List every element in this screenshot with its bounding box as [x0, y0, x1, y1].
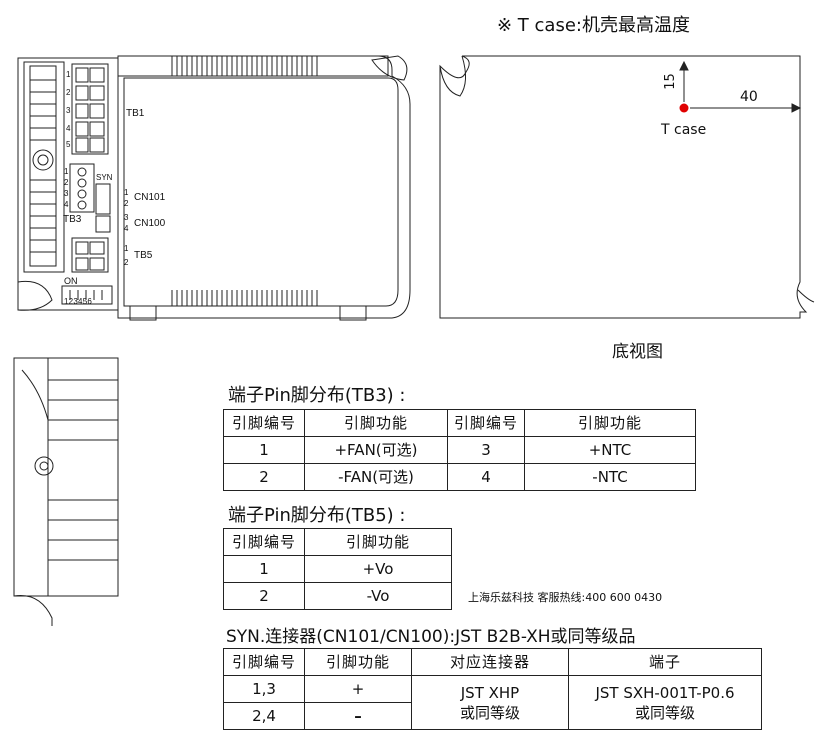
table-cell: -FAN(可选) — [304, 463, 448, 491]
connector-cell: JST XHP 或同等级 — [411, 675, 569, 730]
tb3-pin-1: 1 — [64, 167, 69, 176]
tb1-pin-1: 1 — [66, 70, 71, 79]
tb1-pin-5: 5 — [66, 140, 71, 149]
table-row: 2 -Vo — [223, 582, 452, 610]
table-cell: 1,3 — [223, 675, 305, 703]
table-header-cell: 引脚编号 — [223, 528, 305, 556]
table-header-row: 引脚编号 引脚功能 引脚编号 引脚功能 — [223, 409, 696, 437]
cn100-pin-4: 4 — [124, 224, 129, 233]
tb3-label: TB3 — [63, 214, 82, 225]
table-header-row: 引脚编号 引脚功能 对应连接器 端子 — [223, 648, 762, 676]
table-header-cell: 引脚编号 — [223, 409, 305, 437]
hotline-text: 上海乐兹科技 客服热线:400 600 0430 — [468, 591, 663, 604]
terminal-line-1: JST SXH-001T-P0.6 — [595, 683, 735, 702]
table-row: 2 -FAN(可选) 4 -NTC — [223, 463, 696, 491]
cn100-label: CN100 — [134, 218, 166, 229]
table-row: 1 +Vo — [223, 555, 452, 583]
housing-top-flange — [117, 55, 389, 77]
tcase-point-label: T case — [661, 122, 707, 138]
tb3-pin-3: 3 — [64, 189, 69, 198]
terminal-cell: JST SXH-001T-P0.6 或同等级 — [568, 675, 762, 730]
cn101-pin-1: 1 — [124, 188, 129, 197]
tb1-pin-2: 2 — [66, 88, 71, 97]
table-cell: -NTC — [524, 463, 696, 491]
table-row: 1 +FAN(可选) 3 +NTC — [223, 436, 696, 464]
terminal-side-frame — [17, 57, 119, 311]
terminal-line-2: 或同等级 — [634, 703, 695, 722]
table-header-row: 引脚编号 引脚功能 — [223, 528, 452, 556]
table-cell: 3 — [447, 436, 525, 464]
tb5-label: TB5 — [134, 250, 153, 261]
table-cell: + — [304, 675, 412, 703]
tb5-pin-2: 2 — [124, 258, 129, 267]
tcase-point — [679, 103, 689, 113]
tb1-label: TB1 — [126, 108, 145, 119]
syn-title: SYN.连接器(CN101/CN100):JST B2B-XH或同等级品 — [226, 627, 636, 647]
tb5-pin-1: 1 — [124, 244, 129, 253]
table-cell: +NTC — [524, 436, 696, 464]
table-cell: 1 — [223, 436, 305, 464]
syn-label: SYN — [96, 173, 113, 182]
housing-outline — [117, 55, 411, 319]
table-header-cell: 对应连接器 — [411, 648, 569, 676]
table-header-cell: 引脚功能 — [304, 409, 448, 437]
table-header-cell: 引脚功能 — [304, 528, 452, 556]
dim-15-label: 15 — [662, 73, 678, 90]
tb1-pin-3: 3 — [66, 106, 71, 115]
tb3-pin-2: 2 — [64, 178, 69, 187]
table-cell: 2,4 — [223, 702, 305, 730]
top-vent-slots — [171, 56, 318, 76]
dim-40-label: 40 — [740, 89, 758, 105]
tb3-pin-table: 引脚编号 引脚功能 引脚编号 引脚功能 1 +FAN(可选) 3 +NTC 2 … — [223, 409, 696, 491]
table-cell: 2 — [223, 463, 305, 491]
dip-on-label: ON — [64, 276, 78, 286]
table-cell: +Vo — [304, 555, 452, 583]
table-row: 1,3 + JST XHP 或同等级 JST SXH-001T-P0.6 或同等… — [223, 675, 762, 730]
bottom-view-drawing — [439, 55, 815, 319]
connector-line-1: JST XHP — [460, 683, 520, 702]
cn100-pin-3: 3 — [124, 213, 129, 222]
table-cell: – — [304, 702, 412, 730]
tb5-pin-table: 引脚编号 引脚功能 1 +Vo 2 -Vo — [223, 528, 452, 610]
tcase-note: ※ T case:机壳最高温度 — [497, 15, 690, 36]
table-header-cell: 引脚编号 — [223, 648, 305, 676]
table-cell: 4 — [447, 463, 525, 491]
bottom-vent-slots — [171, 290, 318, 306]
tb3-pin-4: 4 — [64, 200, 69, 209]
table-header-cell: 引脚功能 — [524, 409, 696, 437]
table-row: 2,4 – — [223, 702, 762, 730]
table-header-cell: 引脚编号 — [447, 409, 525, 437]
table-header-cell: 引脚功能 — [304, 648, 412, 676]
table-cell: +FAN(可选) — [304, 436, 448, 464]
tb1-pin-4: 4 — [66, 124, 71, 133]
syn-connector-table: 引脚编号 引脚功能 对应连接器 端子 1,3 + JST XHP 或同等级 JS… — [223, 648, 762, 730]
connector-line-2: 或同等级 — [459, 703, 520, 722]
cn101-pin-2: 2 — [124, 199, 129, 208]
table-header-cell: 端子 — [568, 648, 762, 676]
tb5-title: 端子Pin脚分布(TB5) : — [228, 505, 406, 526]
table-cell: 2 — [223, 582, 305, 610]
unit-side-view-drawing — [13, 357, 119, 626]
housing-inner-panel — [123, 77, 399, 307]
bottom-view-caption: 底视图 — [612, 342, 663, 362]
tb3-title: 端子Pin脚分布(TB3) : — [228, 385, 406, 406]
cn101-label: CN101 — [134, 192, 166, 203]
table-cell: -Vo — [304, 582, 452, 610]
dip-numbers: 1 2 3 4 5 6 — [64, 297, 92, 306]
table-cell: 1 — [223, 555, 305, 583]
